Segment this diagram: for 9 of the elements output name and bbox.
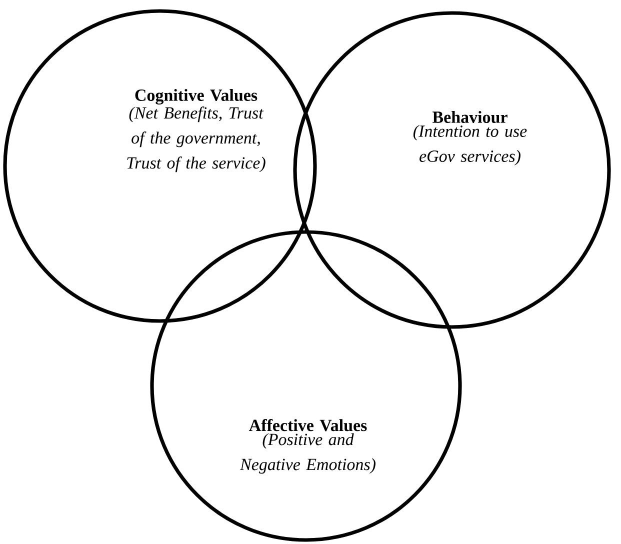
venn-circle	[3, 9, 317, 323]
circle-description: (Positive and Negative Emotions)	[240, 433, 376, 474]
circle-heading: Affective Values	[249, 419, 367, 432]
venn-circle	[150, 230, 462, 542]
venn-circle	[293, 11, 611, 329]
circle-heading: Cognitive Values	[135, 89, 258, 105]
circle-description: (Intention to use eGov services)	[413, 125, 527, 166]
circle-description: (Net Benefits, Trust of the government, Trust of the service)	[127, 106, 266, 172]
circle-heading: Behaviour	[432, 111, 508, 123]
